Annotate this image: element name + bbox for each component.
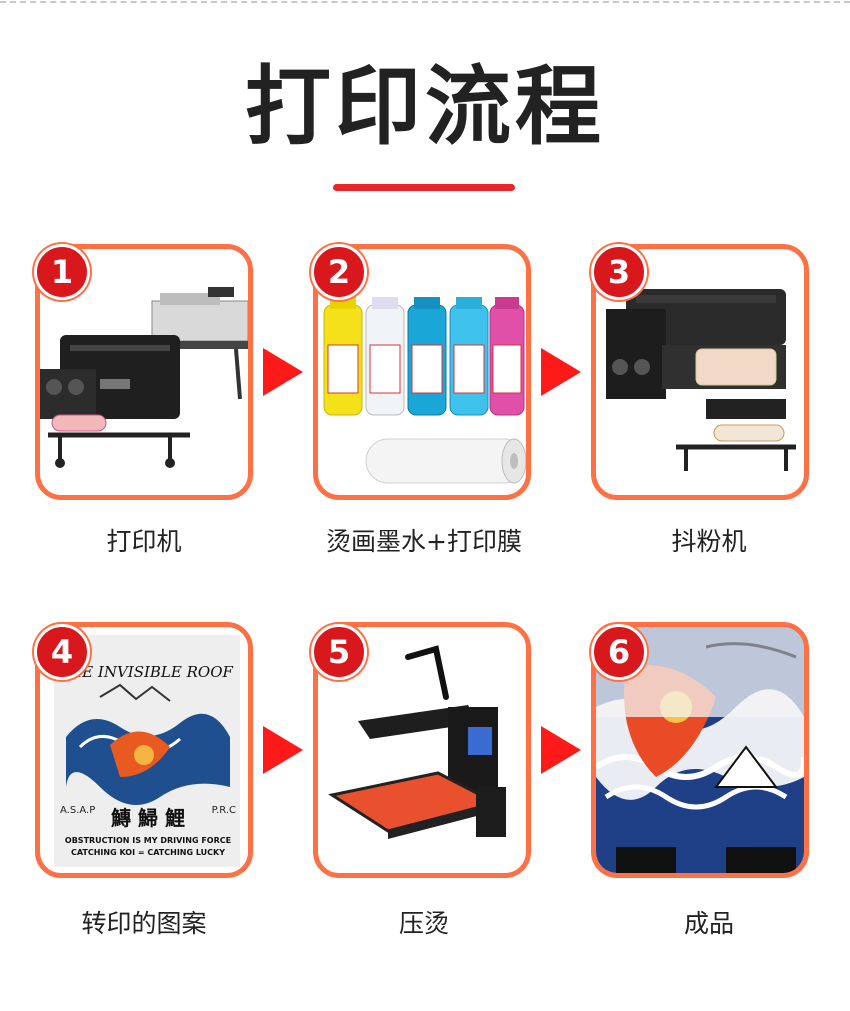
arrow-right-icon (541, 726, 581, 774)
transfer-cn-text: 鱄 鯞 鯉 (111, 806, 185, 830)
step-1-card (35, 244, 253, 500)
page-title: 打印流程 (245, 57, 605, 157)
transfer-print-image: THE INVISIBLE ROOF A.S.A.P P.R.C 鱄 鯞 鯉 O… (54, 635, 240, 867)
step-5-label: 压烫 (398, 909, 449, 938)
transfer-headline: THE INVISIBLE ROOF (59, 663, 233, 681)
step-6-badge: 6 (591, 624, 647, 680)
ink-and-film-image (323, 297, 526, 484)
heat-press-image (328, 645, 506, 839)
title-underline (333, 184, 515, 191)
step-2-badge: 2 (311, 244, 367, 300)
arrow-right-icon (263, 348, 303, 396)
printer-image (40, 287, 248, 468)
step-3-card (591, 244, 809, 500)
step-1-badge: 1 (34, 244, 90, 300)
step-1-label: 打印机 (106, 527, 182, 556)
arrow-right-icon (541, 348, 581, 396)
step-3-label: 抖粉机 (671, 527, 747, 556)
transfer-line-2: CATCHING KOI = CATCHING LUCKY (71, 848, 225, 857)
finished-product-image (596, 627, 804, 873)
step-2-card (313, 244, 531, 500)
step-5-badge: 5 (311, 624, 367, 680)
step-3-badge: 3 (591, 244, 647, 300)
powder-shaker-image (606, 289, 796, 471)
step-5-card (313, 622, 531, 878)
step-6-card (591, 622, 809, 878)
step-4-badge: 4 (34, 624, 90, 680)
step-2-label: 烫画墨水+打印膜 (326, 527, 522, 556)
transfer-line-1: OBSTRUCTION IS MY DRIVING FORCE (65, 836, 231, 845)
arrow-right-icon (263, 726, 303, 774)
transfer-left-mark: A.S.A.P (60, 805, 95, 816)
step-4-label: 转印的图案 (81, 909, 207, 938)
step-6-label: 成品 (683, 909, 734, 938)
transfer-right-mark: P.R.C (212, 805, 236, 816)
top-dashed-divider (0, 1, 850, 3)
